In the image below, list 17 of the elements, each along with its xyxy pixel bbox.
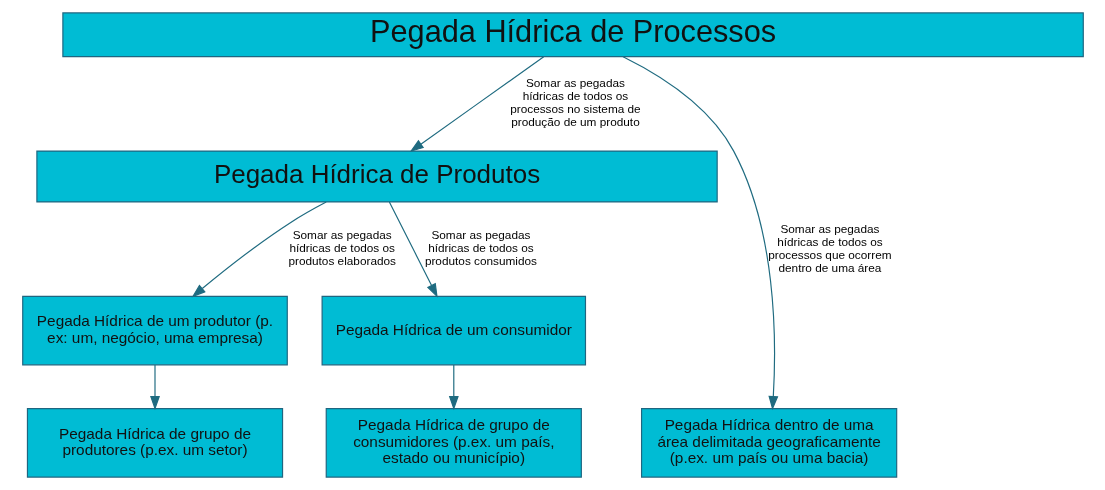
node-box: Pegada Hídrica de grupo de consumidores (p.ex. um país, estado ou município) bbox=[325, 408, 582, 478]
arrow bbox=[409, 56, 544, 153]
edge-label: Somar as pegadas hídricas de todos os produtos elaborados bbox=[287, 228, 396, 269]
arrow bbox=[149, 364, 160, 411]
node-box: Pegada Hídrica de Produtos bbox=[35, 150, 718, 203]
node-box: Pegada Hídrica de Processos bbox=[61, 12, 1084, 58]
arrow bbox=[191, 201, 327, 298]
arrow bbox=[622, 56, 778, 411]
node-box: Pegada Hídrica dentro de uma área delimitada geograficamente (p.ex. um país ou uma bacia) bbox=[640, 408, 897, 478]
arrow bbox=[388, 201, 438, 298]
node-box: Pegada Hídrica de grupo de produtores (p.ex. um setor) bbox=[26, 408, 283, 478]
node-box: Pegada Hídrica de um consumidor bbox=[321, 295, 586, 366]
node-box: Pegada Hídrica de um produtor (p. ex: um, negócio, uma empresa) bbox=[21, 295, 288, 366]
edge-label: Somar as pegadas hídricas de todos os processos que ocorrem dentro de uma área bbox=[767, 221, 892, 275]
edge-label: Somar as pegadas hídricas de todos os produtos consumidos bbox=[424, 228, 537, 269]
arrow bbox=[448, 364, 459, 411]
edge-label: Somar as pegadas hídricas de todos os processos no sistema de produção de um produto bbox=[509, 76, 641, 130]
